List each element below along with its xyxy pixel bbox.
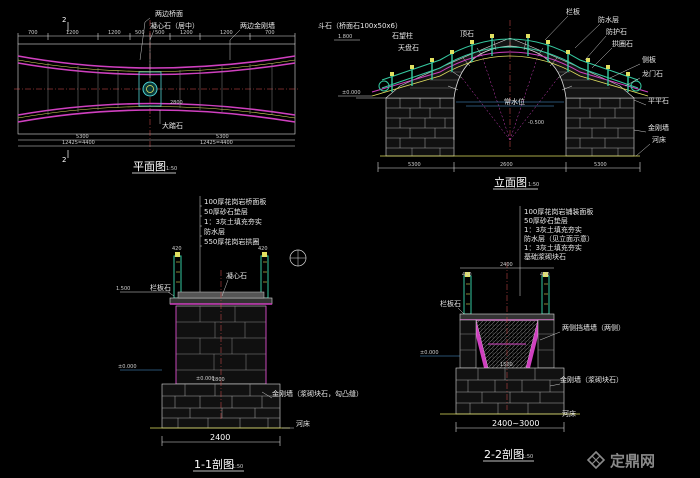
s11-label-curb: 金刚墙（浆砌块石，勾凸缝） <box>272 389 363 398</box>
elev-label-walkway: 斗石（桥面石100x50x6） <box>318 21 402 30</box>
plan-label-center-stone: 凝心石（居中） <box>150 21 199 30</box>
s11-level-zero: ±0.000 <box>196 376 215 382</box>
plan-scale: 1:50 <box>166 166 177 172</box>
s11-label-riverbed: 河床 <box>296 419 310 428</box>
s22-label-rail-stone: 栏板石 <box>440 299 461 308</box>
s22-label-side-wall: 两侧挡墙墙（两侧） <box>562 323 625 332</box>
plan-dim-total-left: 12425=4400 <box>62 140 95 146</box>
elev-label-top-stone: 顶石 <box>460 30 474 38</box>
s22-dim-right-post: 420 <box>540 272 550 278</box>
s22-rail-posts <box>463 272 550 315</box>
plan-dim-top-7: 1200 <box>220 30 233 36</box>
s22-note-1: 100厚花岗岩铺装面板 <box>524 207 593 216</box>
s22-note-3: 1：3灰土填充夯实 <box>524 225 582 234</box>
section-2-2-view: 100厚花岗岩铺装面板 50厚砂石垫层 1：3灰土填充夯实 防水层（见立面示意）… <box>420 206 625 462</box>
plan-title: 平面图 <box>133 160 166 173</box>
watermark-logo-icon <box>586 450 606 470</box>
elev-label-riverbed: 河床 <box>652 135 666 144</box>
s11-note-2: 50厚砂石垫层 <box>204 207 248 216</box>
plan-dim-top-5: 500 <box>155 30 165 36</box>
plan-dim-top-2: 1200 <box>66 30 79 36</box>
elev-label-water-level: 常水位 <box>504 97 525 106</box>
elev-label-support: 侧板 <box>642 55 656 64</box>
s11-dim-inner: 1800 <box>212 377 225 383</box>
s11-level-water: ±0.000 <box>118 364 137 370</box>
s22-title: 2-2剖图 <box>484 447 524 461</box>
plan-dim-bottom-2: 5300 <box>216 134 229 140</box>
plan-dim-total-right: 12425=4400 <box>200 140 233 146</box>
plan-section-mark-top: 2 <box>62 16 66 24</box>
s11-dim-left-post: 420 <box>172 246 182 252</box>
elevation-scale: 1:50 <box>528 182 539 188</box>
elev-label-cap: 防护石 <box>606 27 627 36</box>
elev-level-minus: -0.500 <box>528 120 544 126</box>
s11-dim-right-post: 420 <box>258 246 268 252</box>
elev-water <box>456 101 564 107</box>
s11-dim-total: 2400 <box>210 433 230 442</box>
plan-label-curb: 两边金刚墙 <box>240 21 275 30</box>
elev-label-waterproof: 防水层 <box>598 15 619 24</box>
s22-dim-inner: 1500 <box>500 362 513 368</box>
s22-dim-left-post: 420 <box>462 272 472 278</box>
s22-note-2: 50厚砂石垫层 <box>524 216 568 225</box>
plan-center-medallion <box>142 81 158 97</box>
plan-view: 700 1200 1200 500 500 1200 1200 700 2 2 <box>14 9 300 174</box>
plan-label-stair-stone: 大踏石 <box>162 121 183 130</box>
elev-railing-posts <box>391 38 629 92</box>
s11-note-3: 1：3灰土填充夯实 <box>204 217 262 226</box>
elev-label-pillar: 石望柱 <box>392 31 413 40</box>
s11-note-4: 防水层 <box>204 227 225 236</box>
s22-curb-wall <box>455 367 565 415</box>
elev-level-zero: ±0.000 <box>342 90 361 96</box>
plan-dim-bottom-1: 5300 <box>76 134 89 140</box>
s22-label-riverbed: 河床 <box>562 409 576 418</box>
elev-label-side-stone: 天盘石 <box>398 43 419 52</box>
elevation-title: 立面图 <box>494 175 527 189</box>
s22-note-5: 1：3灰土填充夯实 <box>524 243 582 252</box>
elev-label-keystone: 龙门石 <box>642 69 663 78</box>
section-1-1-view: 100厚花岗岩桥面板 50厚砂石垫层 1：3灰土填充夯实 防水层 550厚花岗岩… <box>116 196 363 472</box>
plan-dim-top-8: 700 <box>265 30 275 36</box>
s11-note-1: 100厚花岗岩桥面板 <box>204 197 266 206</box>
elev-label-base-level: 平平石 <box>648 97 669 105</box>
s11-level-top: 1.500 <box>116 286 130 292</box>
plan-dim-top-6: 1200 <box>180 30 193 36</box>
watermark-text: 定鼎网 <box>610 452 655 470</box>
elev-abutment-right <box>565 97 635 157</box>
plan-section-mark-bottom: 2 <box>62 156 66 164</box>
elev-railing <box>381 38 639 89</box>
elevation-view: 1.800 ±0.000 -0.500 5300 2600 5300 斗石（桥面… <box>318 7 669 190</box>
s11-label-center-stone: 凝心石 <box>226 271 247 280</box>
s22-dim-top: 2400 <box>500 262 513 268</box>
s22-note-4: 防水层（见立面示意） <box>524 234 594 243</box>
plan-label-side-deck: 两边桥面 <box>155 9 183 18</box>
elev-dim-3: 5300 <box>594 162 607 168</box>
s11-note-5: 550厚花岗岩拱圈 <box>204 237 259 246</box>
s22-scale: 1:50 <box>522 454 533 460</box>
elev-label-curb-wall: 金刚墙 <box>648 123 669 132</box>
s22-dim-total: 2400~3000 <box>492 419 539 428</box>
elev-deck-line <box>371 55 649 97</box>
elev-level-top: 1.800 <box>338 34 352 40</box>
plan-curb-lines <box>17 55 296 123</box>
s22-level-zero: ±0.000 <box>420 350 439 356</box>
elev-dim-1: 5300 <box>408 162 421 168</box>
s11-label-rail-stone: 栏板石 <box>150 283 171 292</box>
plan-dim-top-1: 700 <box>28 30 38 36</box>
plan-width-mark: 2800 <box>170 100 183 106</box>
watermark: 定鼎网 <box>586 450 655 470</box>
elev-label-rail: 栏板 <box>566 7 580 16</box>
plan-dim-top-3: 1200 <box>108 30 121 36</box>
s11-scale: 1:50 <box>232 464 243 470</box>
elev-dim-2: 2600 <box>500 162 513 168</box>
elev-abutment-left <box>385 97 455 157</box>
elev-label-arch-stone: 拱圈石 <box>612 39 633 48</box>
s22-note-6: 基础浆砌块石 <box>524 252 566 261</box>
s22-label-curb: 金刚墙（浆砌块石） <box>560 375 623 384</box>
s11-title: 1-1剖图 <box>194 457 234 471</box>
plan-dim-top-4: 500 <box>135 30 145 36</box>
